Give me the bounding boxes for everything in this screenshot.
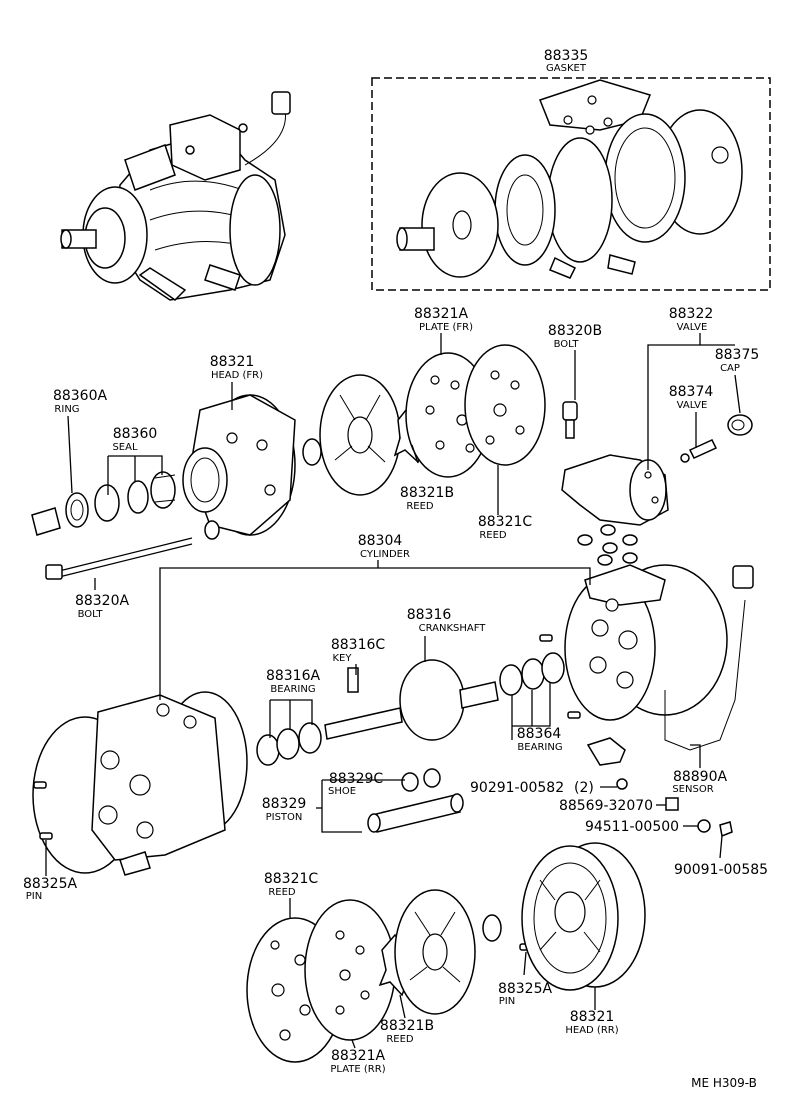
ring-name: RING: [54, 404, 79, 415]
key-number: 88316C: [331, 637, 386, 653]
bolt-b-number: 88320B: [548, 323, 602, 339]
bearing-364-name: BEARING: [517, 742, 562, 753]
part-labels: 88335 GASKET 88321 HEAD (FR) 88321A PLAT…: [23, 48, 768, 1090]
seal-number: 88360: [113, 426, 158, 442]
valve-88322-name: VALVE: [677, 322, 708, 333]
piston-number: 88329: [262, 796, 307, 812]
head-rr-number: 88321: [570, 1009, 615, 1025]
reed-c-fr-name: REED: [479, 530, 507, 541]
bolt-88320b-drawing: [562, 401, 578, 439]
valve-88374-number: 88374: [669, 384, 714, 400]
bearing-364-number: 88364: [517, 726, 562, 742]
rear-plate-reed-group: [246, 889, 533, 1063]
crankshaft-group: [256, 634, 581, 766]
bolt-a-name: BOLT: [78, 609, 104, 620]
reed-b-rr-name: REED: [386, 1034, 414, 1045]
head-rr-drawing: [521, 842, 646, 991]
piston-group: [367, 768, 464, 833]
plate-rr-name: PLATE (RR): [330, 1064, 385, 1075]
piston-name: PISTON: [266, 812, 303, 823]
shoe-number: 88329C: [329, 771, 384, 787]
head-fr-name: HEAD (FR): [211, 370, 263, 381]
cylinder-number: 88304: [358, 533, 403, 549]
bolt-b-name: BOLT: [554, 339, 580, 350]
cylinder-name: CYLINDER: [360, 549, 410, 560]
pin-rr-number: 88325A: [498, 981, 553, 997]
key-name: KEY: [333, 653, 353, 664]
pin-rr-name: PIN: [499, 996, 515, 1007]
gasket-name: GASKET: [546, 63, 587, 74]
plate-fr-name: PLATE (FR): [419, 322, 473, 333]
valve-88374-name: VALVE: [677, 400, 708, 411]
seal-name: SEAL: [112, 442, 138, 453]
cylinder-left-drawing: [32, 691, 248, 876]
figure-id: ME H309-B: [691, 1076, 757, 1090]
shoe-name: SHOE: [328, 786, 356, 797]
sensor-number: 88890A: [673, 769, 728, 785]
screw-90291-number: 90291-00582: [470, 780, 564, 796]
reed-b-rr-number: 88321B: [380, 1018, 434, 1034]
gasket-number: 88335: [544, 48, 589, 64]
front-head-group: [31, 394, 322, 580]
valve-group: [561, 414, 753, 566]
cap-number: 88375: [715, 347, 760, 363]
cylinder-right-drawing: [564, 564, 754, 838]
bolt-a-number: 88320A: [75, 593, 130, 609]
reed-b-fr-name: REED: [406, 501, 434, 512]
reed-c-rr-number: 88321C: [264, 871, 319, 887]
reed-b-fr-number: 88321B: [400, 485, 454, 501]
head-rr-name: HEAD (RR): [565, 1025, 618, 1036]
screw-90291-qty: (2): [574, 780, 594, 796]
crankshaft-name: CRANKSHAFT: [419, 623, 487, 634]
leader-lines: [45, 333, 741, 1049]
reed-c-rr-name: REED: [268, 887, 296, 898]
washer-94511-number: 94511-00500: [585, 819, 679, 835]
pin-left-name: PIN: [26, 891, 42, 902]
compressor-assembly-drawing: [60, 91, 291, 301]
reed-c-fr-number: 88321C: [478, 514, 533, 530]
gasket-kit-box: [371, 77, 771, 291]
clip-88569-number: 88569-32070: [559, 798, 653, 814]
sensor-name: SENSOR: [672, 784, 713, 795]
bearing-a-name: BEARING: [270, 684, 315, 695]
bolt-90091-number: 90091-00585: [674, 862, 768, 878]
ring-number: 88360A: [53, 388, 108, 404]
plate-rr-number: 88321A: [331, 1048, 386, 1064]
bearing-a-number: 88316A: [266, 668, 321, 684]
pin-left-number: 88325A: [23, 876, 78, 892]
cap-name: CAP: [720, 363, 740, 374]
front-plate-reed-group: [319, 344, 546, 496]
crankshaft-number: 88316: [407, 607, 452, 623]
valve-88322-number: 88322: [669, 306, 714, 322]
plate-fr-number: 88321A: [414, 306, 469, 322]
head-fr-number: 88321: [210, 354, 255, 370]
